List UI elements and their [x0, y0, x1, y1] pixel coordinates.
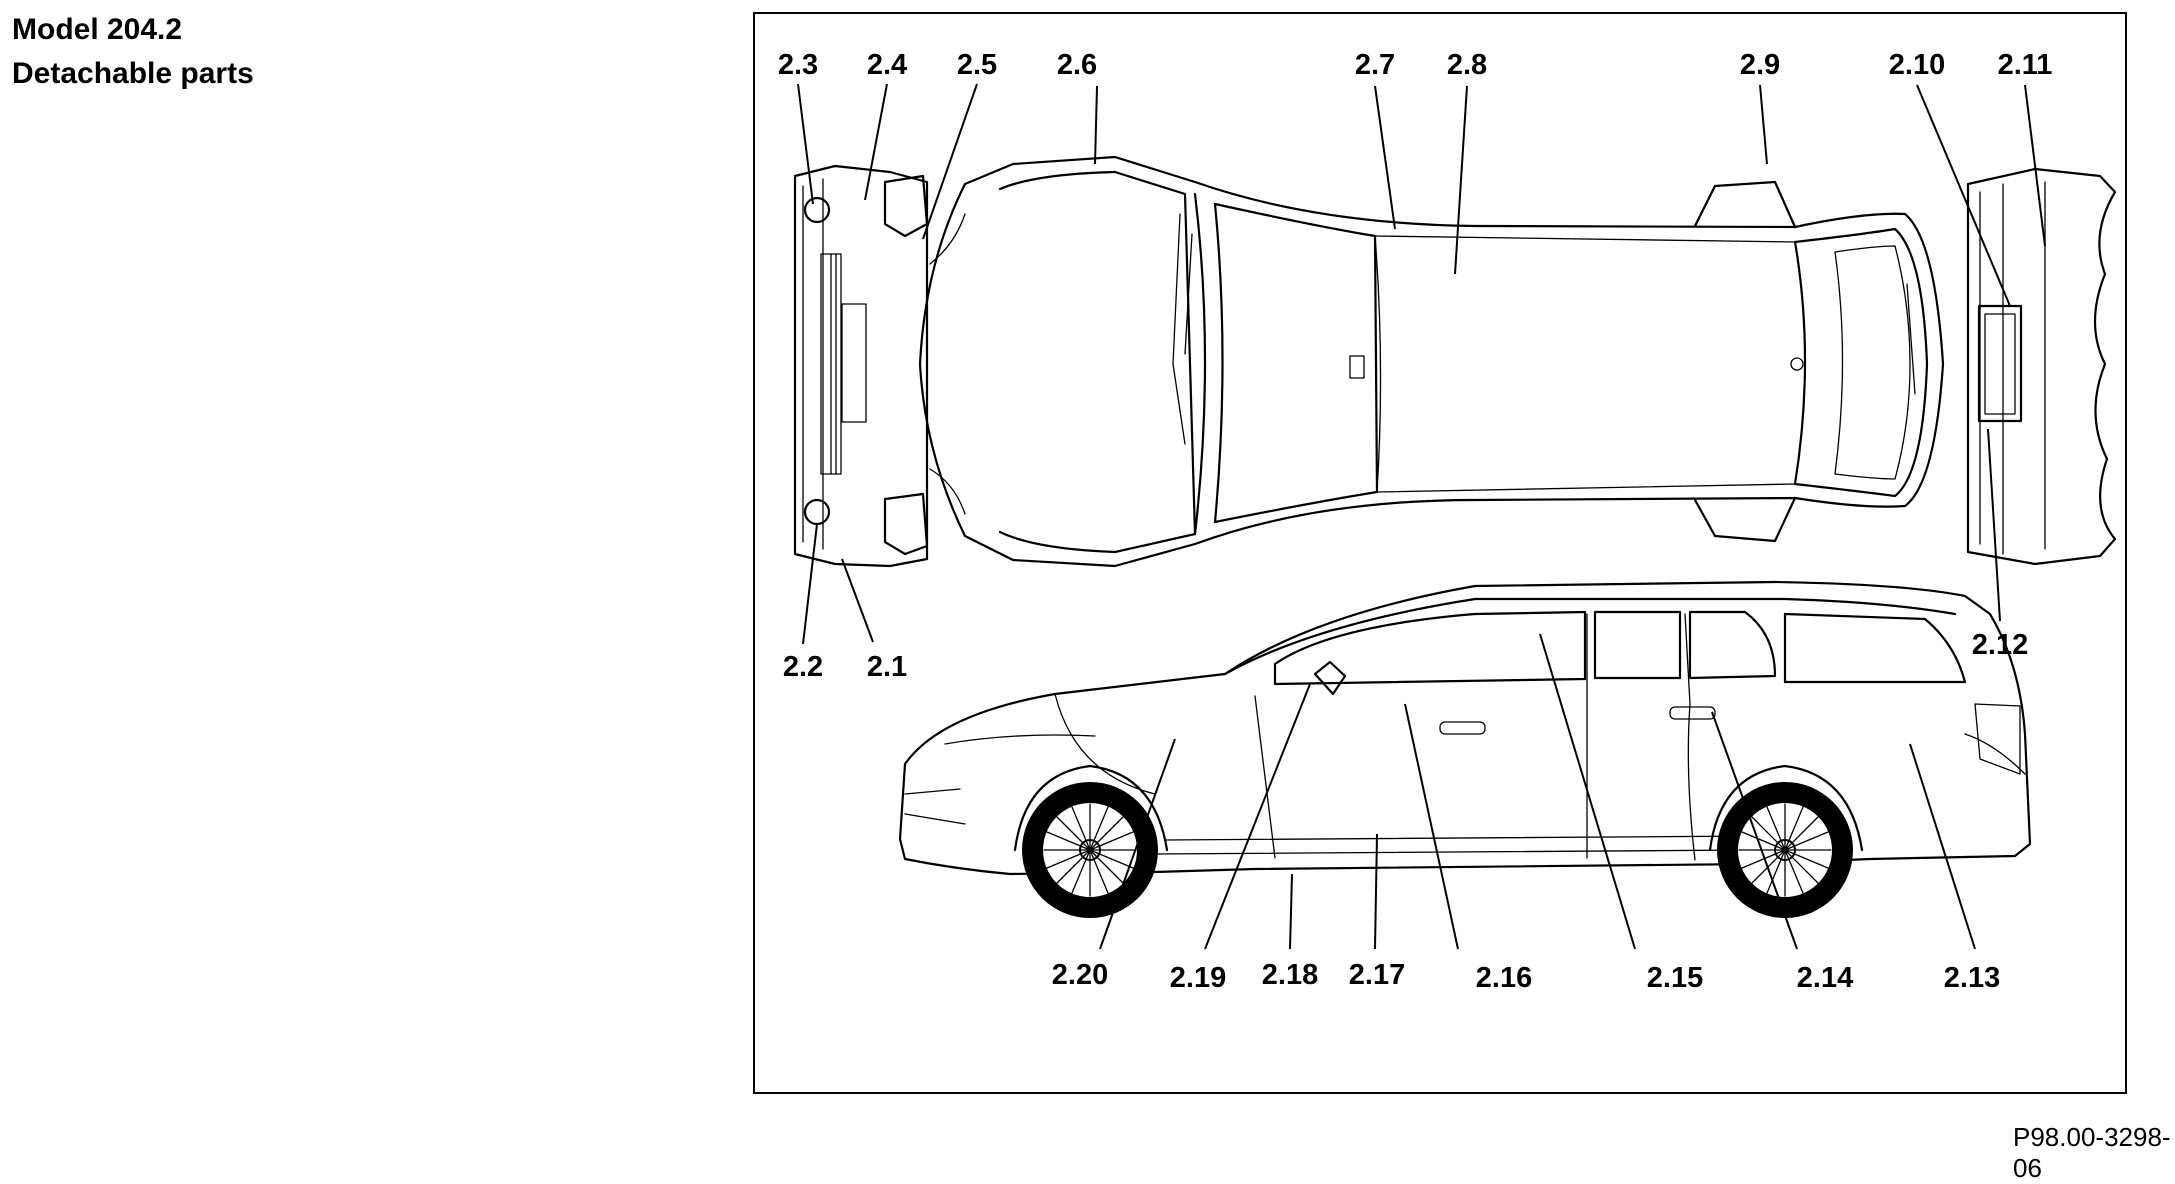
front-view [793, 164, 929, 568]
callout-2-6: 2.6 [1057, 49, 1097, 81]
callout-2-20: 2.20 [1052, 959, 1108, 991]
callout-2-5: 2.5 [957, 49, 997, 81]
callout-2-12: 2.12 [1972, 629, 2028, 661]
vehicle-diagram: 2.3 2.4 2.5 2.6 2.7 2.8 2.9 2.10 2.11 2.… [778, 49, 2117, 994]
callout-2-17: 2.17 [1349, 959, 1405, 991]
rear-view [1966, 167, 2117, 566]
callout-2-11: 2.11 [1998, 49, 2053, 81]
diagram-frame: 2.3 2.4 2.5 2.6 2.7 2.8 2.9 2.10 2.11 2.… [753, 12, 2127, 1094]
callout-2-10: 2.10 [1889, 49, 1945, 81]
callout-2-8: 2.8 [1447, 49, 1487, 81]
callout-2-16: 2.16 [1476, 962, 1532, 994]
callout-2-15: 2.15 [1647, 962, 1703, 994]
callout-2-4: 2.4 [867, 49, 907, 81]
side-view [898, 580, 2032, 918]
callout-2-13: 2.13 [1944, 962, 2000, 994]
callout-2-7: 2.7 [1355, 49, 1395, 81]
subtitle-label: Detachable parts [12, 57, 254, 90]
leader-lines [797, 83, 2046, 950]
callout-2-18: 2.18 [1262, 959, 1318, 991]
callout-2-9: 2.9 [1740, 49, 1780, 81]
page-title: Model 204.2 Detachable parts [12, 8, 254, 96]
callout-labels: 2.3 2.4 2.5 2.6 2.7 2.8 2.9 2.10 2.11 2.… [778, 49, 2053, 994]
callout-2-19: 2.19 [1170, 962, 1226, 994]
callout-2-1: 2.1 [867, 651, 907, 683]
callout-2-3: 2.3 [778, 49, 818, 81]
top-view [918, 155, 1945, 568]
figure-reference: P98.00-3298-06 [2013, 1122, 2171, 1183]
model-label: Model 204.2 [12, 13, 183, 46]
callout-2-2: 2.2 [783, 651, 823, 683]
callout-2-14: 2.14 [1797, 962, 1853, 994]
